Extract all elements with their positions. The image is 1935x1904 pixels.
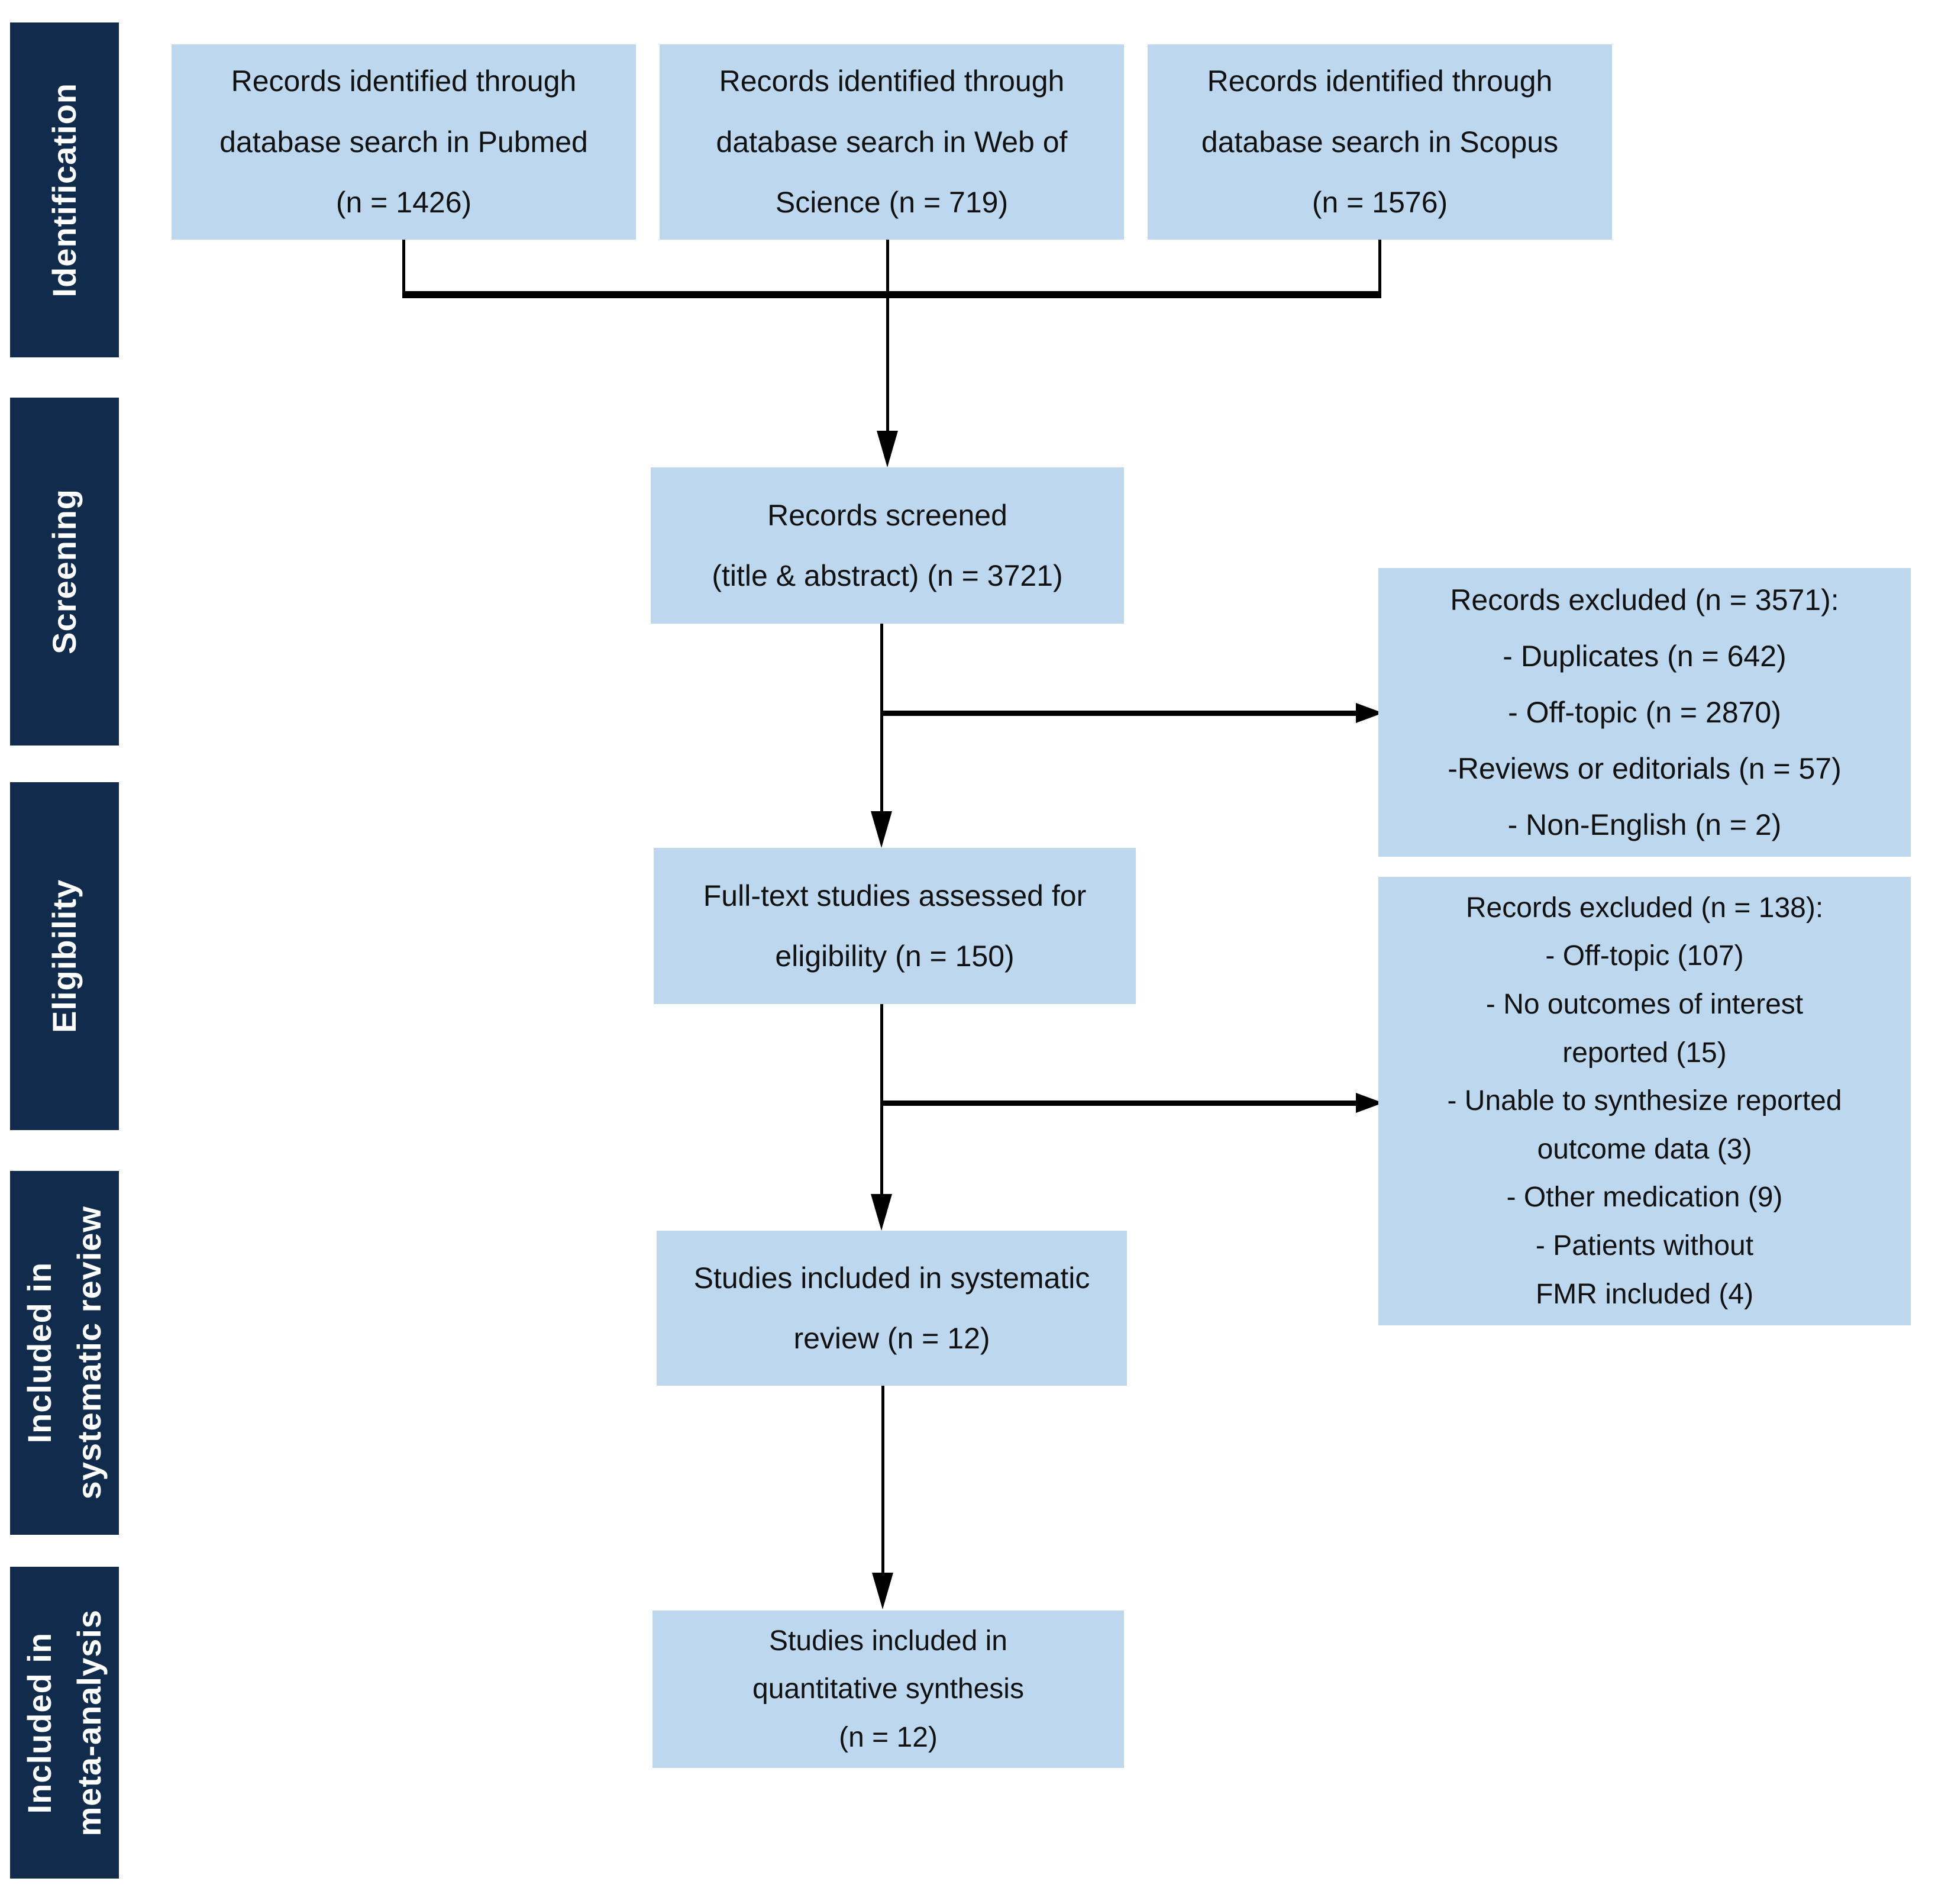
connector-pubmed-stub	[402, 240, 405, 298]
stage-identification-label: Identification	[46, 82, 83, 298]
stage-identification: Identification	[10, 22, 119, 357]
box-records-excluded-screening: Records excluded (n = 3571): - Duplicate…	[1378, 568, 1911, 857]
connector-branch-excluded-screening	[880, 711, 1362, 716]
connector-systematic-to-quantitative	[881, 1386, 884, 1575]
box-included-systematic-review: Studies included in systematic review (n…	[657, 1231, 1127, 1386]
arrow-into-systematic-box	[871, 1194, 892, 1231]
box-records-pubmed: Records identified through database sear…	[172, 44, 636, 240]
stage-eligibility: Eligibility	[10, 782, 119, 1130]
box-records-web-of-science: Records identified through database sear…	[660, 44, 1124, 240]
connector-branch-excluded-fulltext	[880, 1101, 1362, 1106]
connector-merge-vertical	[886, 240, 889, 435]
connector-screened-to-fulltext	[880, 624, 883, 813]
stage-included-systematic-review: Included in systematic review	[10, 1171, 119, 1535]
arrow-into-quantitative-box	[872, 1573, 893, 1609]
stage-eligibility-label: Eligibility	[46, 879, 83, 1033]
connector-fulltext-to-systematic	[880, 1004, 883, 1196]
connector-merge-horizontal-bar	[402, 291, 1381, 298]
arrow-into-fulltext-box	[871, 811, 892, 848]
box-records-scopus: Records identified through database sear…	[1148, 44, 1612, 240]
stage-included-meta-analysis-label: Included in meta-analysis	[21, 1609, 108, 1837]
stage-included-meta-analysis: Included in meta-analysis	[10, 1567, 119, 1879]
box-included-quantitative-synthesis: Studies included in quantitative synthes…	[652, 1611, 1124, 1768]
box-records-screened: Records screened (title & abstract) (n =…	[651, 467, 1124, 624]
stage-screening: Screening	[10, 398, 119, 746]
stage-included-systematic-review-label: Included in systematic review	[21, 1206, 108, 1500]
box-fulltext-assessed: Full-text studies assessed for eligibili…	[654, 848, 1136, 1004]
arrow-into-screened-box	[877, 431, 898, 467]
connector-scopus-stub	[1378, 240, 1381, 298]
stage-screening-label: Screening	[46, 489, 83, 654]
box-records-excluded-fulltext: Records excluded (n = 138): - Off-topic …	[1378, 877, 1911, 1325]
